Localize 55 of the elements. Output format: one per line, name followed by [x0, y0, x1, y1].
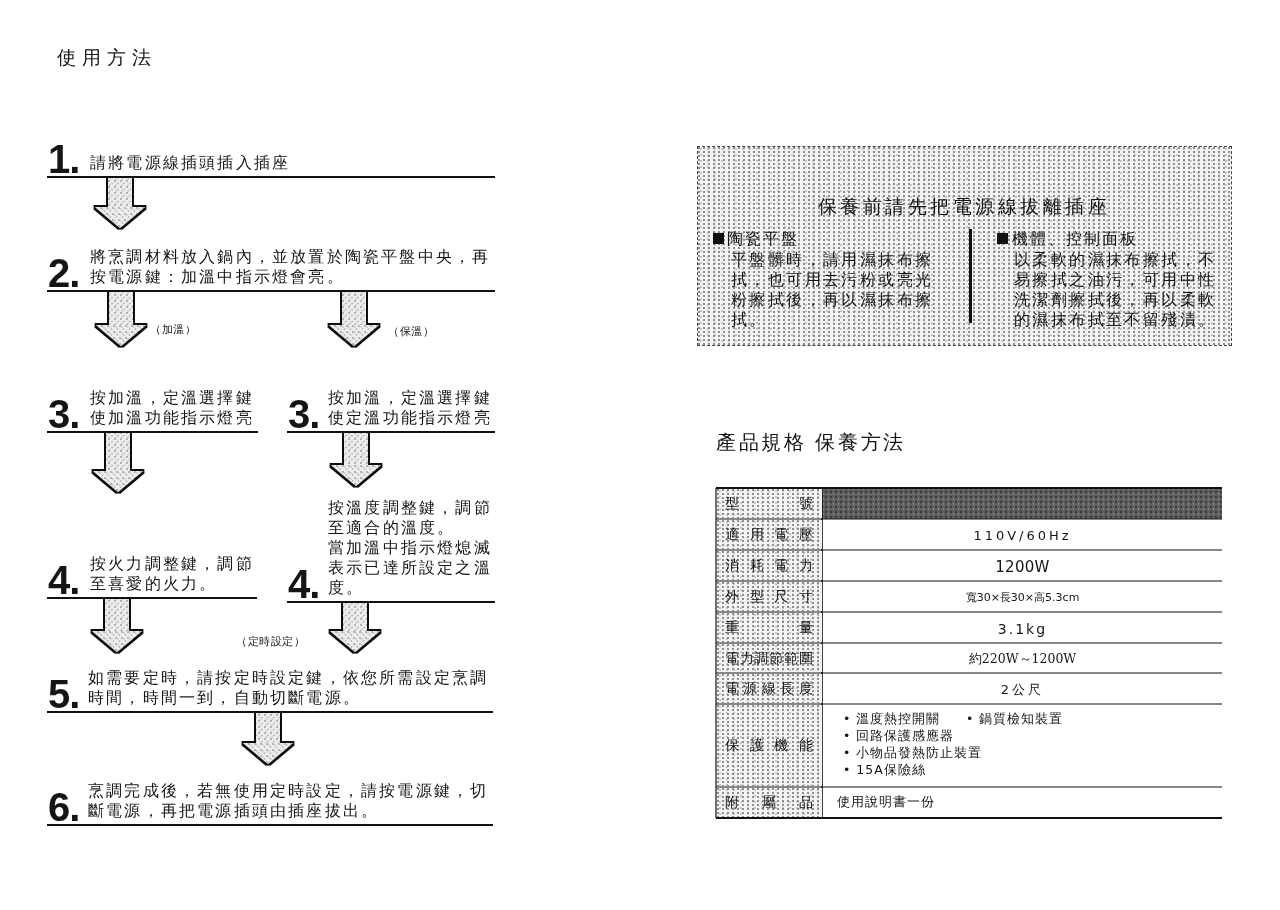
step-text: 按溫度調整鍵，調節至適合的溫度。 — [328, 498, 493, 538]
spec-value: 約220W～1200W — [968, 650, 1077, 667]
note-text: （定時設定） — [236, 635, 305, 649]
spec-list-item: • 鍋質檢知裝置 — [966, 711, 1064, 727]
spec-value: 1200W — [995, 558, 1050, 575]
section-text: 平盤髒時，請用濕抹布擦拭，也可用去污粉或亮光粉擦拭後，再以濕抹布擦拭。 — [731, 250, 935, 330]
section-heading: 陶瓷平盤 — [727, 229, 799, 249]
step-number: 4. — [288, 568, 320, 600]
spec-value: 寬30×長30×高5.3cm — [965, 589, 1080, 606]
spec-value: 2公尺 — [1000, 681, 1045, 698]
section-title: 產品規格 保養方法 — [716, 429, 906, 455]
step-text: 當加溫中指示燈熄滅表示已達所設定之溫度。 — [328, 538, 493, 598]
step-text: 將烹調材料放入鍋內，並放置於陶瓷平盤中央，再按電源鍵：加溫中指示燈會亮。 — [90, 247, 492, 287]
spec-list-item: • 小物品發熱防止裝置 — [843, 745, 983, 761]
spec-value: 3.1kg — [997, 620, 1048, 637]
block-arrow — [330, 603, 380, 652]
spec-label: 外型尺寸 — [717, 582, 822, 612]
spec-value: 使用說明書一份 — [837, 794, 935, 810]
step-text: 請將電源線插頭插入插座 — [90, 153, 291, 173]
step-number: 3. — [288, 398, 320, 430]
block-arrow — [96, 292, 146, 346]
step-number: 1. — [48, 143, 80, 175]
spec-label: 重量 — [717, 613, 822, 643]
section-text: 以柔軟的濕抹布擦拭，不易擦拭之油污，可用中性洗潔劑擦拭後，再以柔軟的濕抹布拭至不留殘漬。 — [1014, 250, 1218, 330]
block-arrow — [95, 178, 145, 228]
step-number: 5. — [48, 678, 80, 710]
step-text: 烹調完成後，若無使用定時設定，請按電源鍵，切斷電源，再把電源插頭由插座拔出。 — [88, 781, 490, 821]
spec-label: 型號 — [717, 489, 822, 519]
spec-list-item: • 回路保護感應器 — [843, 728, 955, 744]
spec-list-item: • 溫度熱控開關 — [843, 711, 941, 727]
page-title: 使用方法 — [57, 45, 157, 69]
spec-label: 電力調節範圍 — [717, 644, 822, 673]
step-text: 如需要定時，請按定時設定鍵，依您所需設定烹調時間，時間一到，自動切斷電源。 — [88, 668, 490, 708]
spec-value: 110V/60Hz — [973, 527, 1072, 544]
spec-label: 適用電壓 — [717, 520, 822, 550]
step-number: 3. — [48, 398, 80, 430]
step-text: 按火力調整鍵，調節至喜愛的火力。 — [90, 554, 255, 594]
step-number: 2. — [48, 257, 80, 289]
section-heading: 機體、控制面板 — [1012, 229, 1138, 249]
step-number: 6. — [48, 791, 80, 823]
block-arrow — [331, 433, 381, 486]
block-arrow — [93, 433, 143, 492]
block-arrow — [92, 599, 142, 652]
spec-label: 附屬品 — [717, 788, 822, 818]
spec-label: 消耗電力 — [717, 551, 822, 581]
step-text: 按加溫，定溫選擇鍵使加溫功能指示燈亮 — [90, 388, 255, 428]
stippled-panel — [697, 146, 1232, 346]
spec-label: 電源線長度 — [717, 674, 822, 704]
step-number: 4. — [48, 564, 80, 596]
panel-heading: 保養前請先把電源線拔離插座 — [817, 194, 1111, 218]
block-arrow — [243, 713, 293, 764]
block-arrow — [329, 292, 379, 346]
step-text: 按加溫，定溫選擇鍵使定溫功能指示燈亮 — [328, 388, 493, 428]
spec-list-item: • 15A保險絲 — [843, 762, 926, 778]
spec-label: 保護機能 — [717, 705, 822, 787]
